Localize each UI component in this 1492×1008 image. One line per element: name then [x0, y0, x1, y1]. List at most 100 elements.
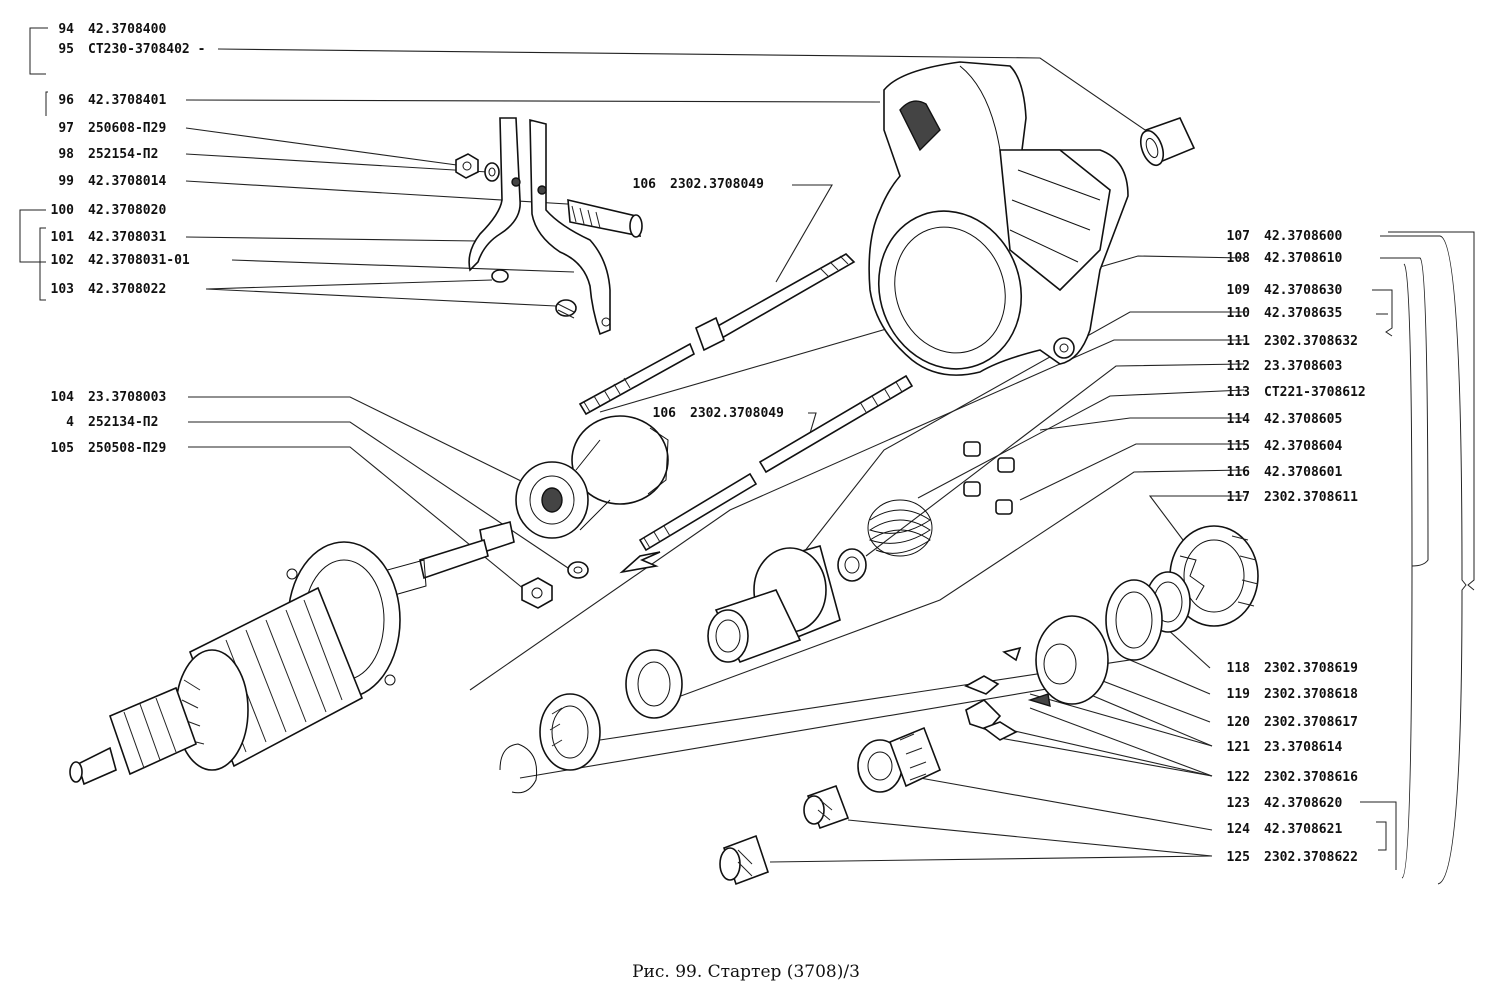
callout-number: 122	[1227, 770, 1250, 785]
callout-number: 112	[1227, 359, 1250, 374]
callout-number: 96	[58, 93, 74, 108]
mid-label-group: 106 2302.3708049 106 2302.3708049	[633, 177, 784, 421]
callout-102: 102 42.3708031-01	[51, 253, 190, 268]
callout-109: 109 42.3708630	[1227, 283, 1343, 298]
callout-number: 4	[66, 415, 74, 430]
part-code: 23.3708614	[1264, 740, 1342, 755]
left-brackets	[19, 27, 48, 301]
part-code: 252134-П2	[88, 415, 158, 430]
part-code: 2302.3708049	[690, 406, 784, 421]
callout-113: 113 СТ221-3708612	[1227, 385, 1366, 400]
callout-103: 103 42.3708022	[51, 282, 167, 297]
spring-part-113	[867, 499, 933, 557]
part-code: 42.3708605	[1264, 412, 1342, 427]
part-code: 23.3708603	[1264, 359, 1342, 374]
callout-number: 125	[1227, 850, 1250, 865]
part-code: 2302.3708632	[1264, 334, 1358, 349]
part-code: 42.3708014	[88, 174, 166, 189]
part-code: СТ221-3708612	[1264, 385, 1366, 400]
callout-116: 116 42.3708601	[1227, 465, 1343, 480]
callout-96: 96 42.3708401	[58, 93, 166, 108]
callout-number: 107	[1227, 229, 1250, 244]
part-code: 42.3708400	[88, 22, 166, 37]
part-code: 250608-П29	[88, 121, 166, 136]
lock-ring-part	[499, 743, 538, 794]
callout-number: 116	[1227, 465, 1251, 480]
part-code: 2302.3708618	[1264, 687, 1358, 702]
plate-part-120	[1035, 615, 1109, 705]
callout-number: 104	[51, 390, 75, 405]
part-code: 42.3708604	[1264, 439, 1342, 454]
part-code: 42.3708621	[1264, 822, 1342, 837]
nut-part-105	[521, 577, 553, 609]
right-brackets	[1360, 231, 1475, 885]
armature	[69, 521, 515, 786]
part-code: 42.3708620	[1264, 796, 1342, 811]
part-code: 2302.3708619	[1264, 661, 1358, 676]
callout-number: 111	[1227, 334, 1251, 349]
part-code: 2302.3708622	[1264, 850, 1358, 865]
callout-number: 98	[58, 147, 74, 162]
parts	[69, 61, 1259, 886]
ring-part-111	[625, 649, 683, 719]
part-code: 42.3708020	[88, 203, 166, 218]
right-label-group: 107 42.3708600 108 42.3708610 109 42.370863…	[1227, 229, 1366, 865]
part-code: 42.3708031	[88, 230, 166, 245]
callout-number: 120	[1227, 715, 1251, 730]
part-code: 42.3708630	[1264, 283, 1342, 298]
callout-107: 107 42.3708600	[1227, 229, 1343, 244]
callout-4: 4 252134-П2	[66, 415, 158, 430]
callout-number: 109	[1227, 283, 1250, 298]
callout-number: 106	[653, 406, 677, 421]
figure-caption: Рис. 99. Стартер (3708)/3	[632, 962, 860, 982]
part-code: 42.3708601	[1264, 465, 1342, 480]
bushing-part-110	[837, 548, 867, 582]
part-code: 42.3708610	[1264, 251, 1342, 266]
part-code: 2302.3708049	[670, 177, 764, 192]
part-code: 23.3708003	[88, 390, 166, 405]
callout-number: 110	[1227, 306, 1251, 321]
bushing-part-124	[803, 784, 850, 830]
callout-number: 113	[1227, 385, 1250, 400]
part-code: 42.3708022	[88, 282, 166, 297]
callout-number: 121	[1227, 740, 1251, 755]
callout-number: 95	[58, 42, 74, 57]
callout-number: 117	[1227, 490, 1250, 505]
part-code: 42.3708401	[88, 93, 166, 108]
callout-number: 102	[51, 253, 74, 268]
part-code: 42.3708031-01	[88, 253, 190, 268]
pin-part-99	[567, 198, 643, 238]
callout-number: 103	[51, 282, 74, 297]
clutch-part-112	[707, 545, 841, 664]
callout-115: 115 42.3708604	[1227, 439, 1343, 454]
callout-123: 123 42.3708620	[1227, 796, 1343, 811]
callout-number: 115	[1227, 439, 1250, 454]
callout-number: 106	[633, 177, 657, 192]
part-code: СТ230-3708402 -	[88, 42, 205, 57]
washer-part-4	[567, 561, 589, 579]
callout-number: 108	[1227, 251, 1251, 266]
callout-number: 123	[1227, 796, 1250, 811]
callout-111: 111 2302.3708632	[1227, 334, 1358, 349]
part-code: 2302.3708617	[1264, 715, 1358, 730]
callout-number: 105	[51, 441, 74, 456]
callout-95: 95 СТ230-3708402 -	[58, 42, 205, 57]
bushing-part-94	[1139, 117, 1196, 167]
part-code: 42.3708600	[1264, 229, 1342, 244]
callout-94: 94 42.3708400	[58, 22, 166, 37]
callout-125: 125 2302.3708622	[1227, 850, 1358, 865]
direction-arrow-icon	[619, 551, 661, 574]
callout-number: 94	[58, 22, 74, 37]
clips-part-121	[964, 646, 1051, 741]
callout-106-upper: 106 2302.3708049	[633, 177, 764, 192]
callout-108: 108 42.3708610	[1227, 251, 1343, 266]
